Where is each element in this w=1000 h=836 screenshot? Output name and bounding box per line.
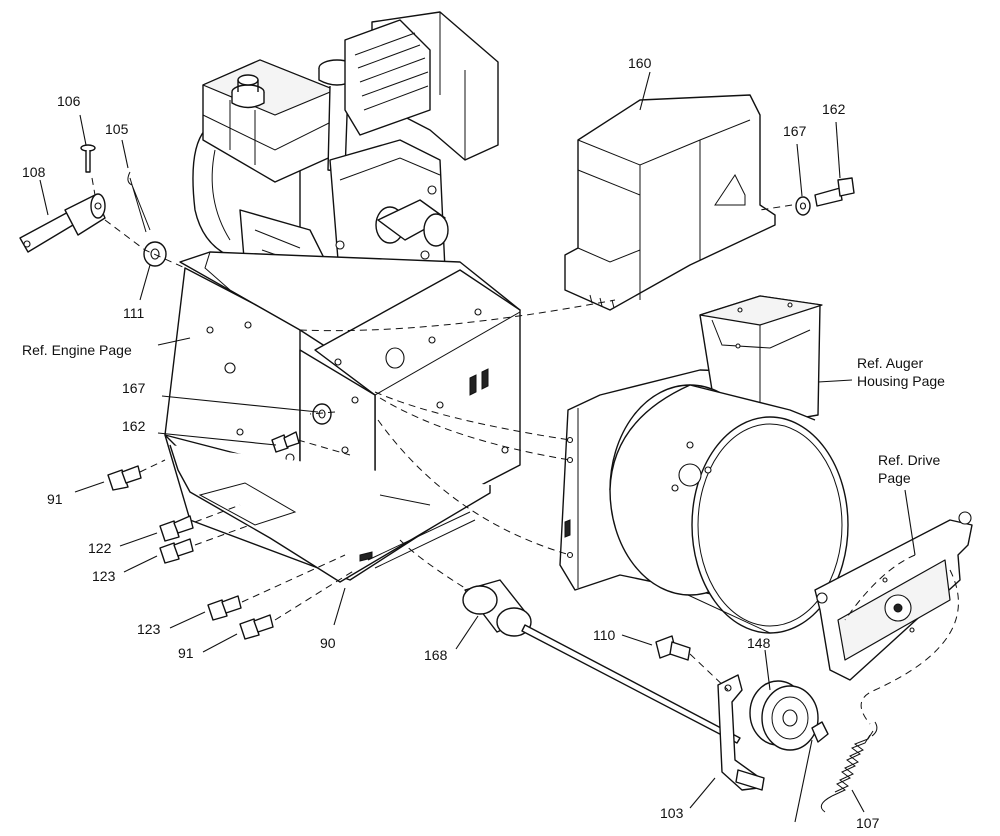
- leader-lines: [39, 71, 916, 823]
- label-ref-drive-2: Page: [878, 470, 911, 486]
- part-167-washer-top: [795, 196, 811, 216]
- label-111: 111: [123, 305, 144, 321]
- part-162-bolt-top: [814, 177, 855, 207]
- pulley-148: [749, 680, 829, 751]
- label-ref-drive-1: Ref. Drive: [878, 452, 940, 468]
- part-110-bolt: [655, 635, 691, 661]
- part-168-roller: [462, 579, 741, 744]
- label-108: 108: [22, 164, 46, 180]
- label-106: 106: [57, 93, 81, 109]
- label-162-top: 162: [822, 101, 846, 117]
- label-ref-engine: Ref. Engine Page: [22, 342, 132, 358]
- part-123-bolt-b: [207, 595, 242, 621]
- label-148: 148: [747, 635, 771, 651]
- label-162-mid: 162: [122, 418, 146, 434]
- label-91-b: 91: [178, 645, 194, 661]
- idler-arm-103: [717, 674, 765, 791]
- label-167-mid: 167: [122, 380, 146, 396]
- frame-90: [164, 251, 521, 583]
- part-123-bolt-a: [159, 538, 194, 564]
- part-167-washer-mid: [312, 403, 332, 425]
- part-122-bolt: [159, 515, 194, 542]
- spring-107: [820, 721, 878, 813]
- label-103: 103: [660, 805, 684, 821]
- label-123-b: 123: [137, 621, 161, 637]
- chute-cover-160: [564, 94, 776, 311]
- part-91-bolt-b: [239, 614, 274, 640]
- label-105: 105: [105, 121, 129, 137]
- label-110: 110: [593, 627, 616, 643]
- part-labels: 106 105 108 111 160 167 162 Ref. Engine …: [22, 55, 945, 831]
- part-108-pin-bracket: [19, 193, 106, 253]
- auger-housing: [559, 295, 849, 634]
- assembly-lines: [91, 177, 959, 725]
- label-91-a: 91: [47, 491, 63, 507]
- part-91-bolt-a: [107, 465, 142, 491]
- label-122: 122: [88, 540, 112, 556]
- label-90: 90: [320, 635, 336, 651]
- label-107: 107: [856, 815, 880, 831]
- label-167-top: 167: [783, 123, 807, 139]
- label-ref-auger-2: Housing Page: [857, 373, 945, 389]
- label-ref-auger-1: Ref. Auger: [857, 355, 923, 371]
- drive-bracket: [814, 511, 973, 681]
- label-168: 168: [424, 647, 448, 663]
- part-105-hairpin: [127, 171, 151, 233]
- part-162-bolt-mid: [271, 431, 300, 453]
- label-123-a: 123: [92, 568, 116, 584]
- label-160: 160: [628, 55, 652, 71]
- part-106-pin: [80, 144, 96, 173]
